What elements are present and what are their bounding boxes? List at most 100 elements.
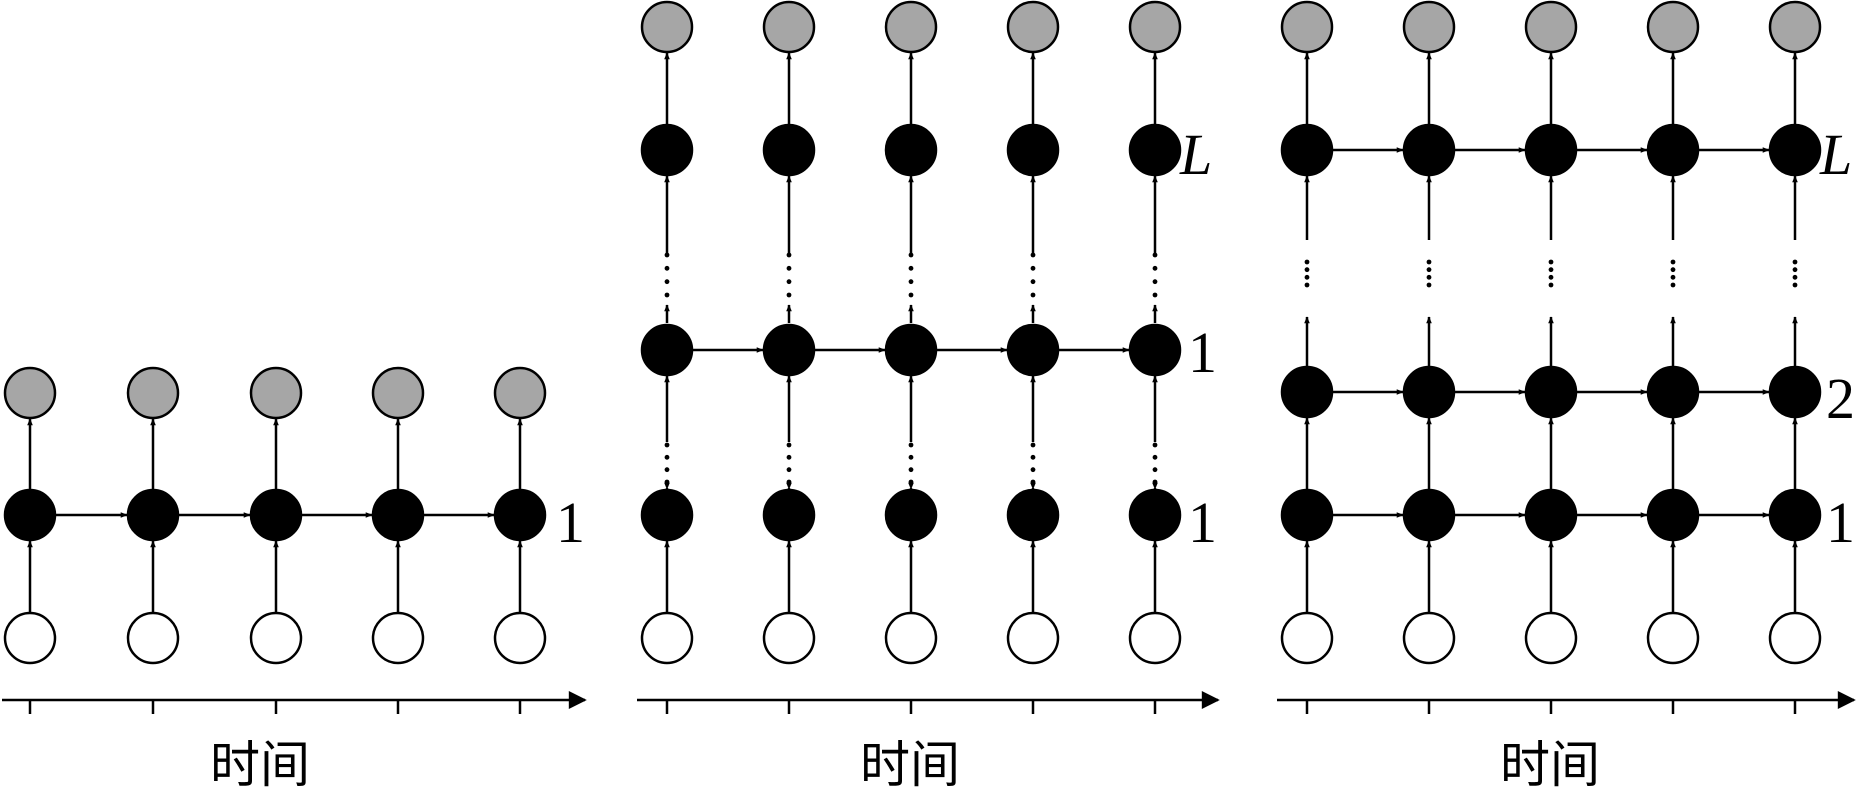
ellipsis-dot xyxy=(664,252,670,258)
hidden-node-bottom xyxy=(640,488,694,542)
output-node xyxy=(1768,0,1822,54)
output-node xyxy=(249,366,303,420)
output-node xyxy=(126,366,180,420)
hidden-node xyxy=(3,488,57,542)
ellipsis-dot xyxy=(664,265,670,271)
ellipsis-vertical xyxy=(1030,442,1036,485)
hidden-node-top xyxy=(1280,123,1334,177)
output-node xyxy=(1646,0,1700,54)
hidden-node-layer-1 xyxy=(1646,488,1700,542)
hidden-node-top xyxy=(1524,123,1578,177)
ellipsis-dot xyxy=(908,252,914,258)
ellipsis-dot xyxy=(786,454,792,460)
ellipsis-dot xyxy=(664,279,670,285)
panel-single-layer xyxy=(2,366,587,714)
hidden-node-top xyxy=(640,123,694,177)
hidden-node-top xyxy=(1006,123,1060,177)
ellipsis-dot xyxy=(1030,454,1036,460)
hidden-node-top xyxy=(884,123,938,177)
ellipsis-vertical xyxy=(908,252,914,298)
ellipsis-dot xyxy=(1030,467,1036,473)
hidden-node-recurrent xyxy=(884,323,938,377)
output-node xyxy=(1006,0,1060,54)
ellipsis-dot xyxy=(1304,267,1310,273)
input-node xyxy=(1524,611,1578,665)
ellipsis-dot xyxy=(908,442,914,448)
hidden-node-layer-2 xyxy=(1402,365,1456,419)
ellipsis-dot xyxy=(1792,274,1798,280)
ellipsis-vertical xyxy=(1304,259,1310,288)
output-node xyxy=(1280,0,1334,54)
ellipsis-dot xyxy=(1152,279,1158,285)
ellipsis-dot xyxy=(1030,292,1036,298)
ellipsis-dot xyxy=(908,292,914,298)
hidden-node-recurrent xyxy=(762,323,816,377)
ellipsis-dot xyxy=(1426,267,1432,273)
hidden-node-bottom xyxy=(884,488,938,542)
ellipsis-vertical xyxy=(664,442,670,485)
ellipsis-dot xyxy=(1152,292,1158,298)
hidden-node-top xyxy=(762,123,816,177)
panel-3-layer-label-2: 2 xyxy=(1826,366,1855,431)
ellipsis-dot xyxy=(1426,282,1432,288)
ellipsis-dot xyxy=(908,279,914,285)
ellipsis-dot xyxy=(908,479,914,485)
ellipsis-dot xyxy=(1152,442,1158,448)
input-node xyxy=(371,611,425,665)
panel-3-layer-label-top: L xyxy=(1819,122,1852,187)
hidden-node-layer-2 xyxy=(1280,365,1334,419)
input-node xyxy=(1646,611,1700,665)
hidden-node-recurrent xyxy=(640,323,694,377)
ellipsis-vertical xyxy=(908,442,914,485)
input-node xyxy=(249,611,303,665)
output-node xyxy=(640,0,694,54)
ellipsis-dot xyxy=(908,265,914,271)
hidden-node-top xyxy=(1646,123,1700,177)
hidden-node-layer-1 xyxy=(1402,488,1456,542)
output-node xyxy=(371,366,425,420)
hidden-node-layer-1 xyxy=(1524,488,1578,542)
ellipsis-dot xyxy=(1304,259,1310,265)
ellipsis-vertical xyxy=(1548,259,1554,288)
panel-2-layer-label-top: L xyxy=(1179,122,1212,187)
ellipsis-vertical xyxy=(1670,259,1676,288)
hidden-node-bottom xyxy=(762,488,816,542)
hidden-node xyxy=(493,488,547,542)
ellipsis-vertical xyxy=(786,442,792,485)
ellipsis-dot xyxy=(664,467,670,473)
panel-2-layer-label-bottom: 1 xyxy=(1188,490,1217,555)
output-node xyxy=(493,366,547,420)
ellipsis-dot xyxy=(1670,267,1676,273)
hidden-node-layer-1 xyxy=(1768,488,1822,542)
ellipsis-dot xyxy=(1304,282,1310,288)
ellipsis-vertical xyxy=(1152,442,1158,485)
hidden-node-bottom xyxy=(1128,488,1182,542)
ellipsis-vertical xyxy=(1030,252,1036,298)
ellipsis-dot xyxy=(664,454,670,460)
ellipsis-dot xyxy=(908,467,914,473)
panel-1-time-axis xyxy=(2,691,587,714)
ellipsis-vertical xyxy=(1152,252,1158,298)
input-node xyxy=(493,611,547,665)
hidden-node-layer-2 xyxy=(1524,365,1578,419)
panel-recurrent-layer-in-stack xyxy=(637,0,1220,714)
ellipsis-dot xyxy=(786,265,792,271)
ellipsis-vertical xyxy=(1792,259,1798,288)
hidden-node xyxy=(371,488,425,542)
ellipsis-dot xyxy=(1152,479,1158,485)
ellipsis-dot xyxy=(1426,259,1432,265)
ellipsis-dot xyxy=(1548,274,1554,280)
ellipsis-dot xyxy=(1152,252,1158,258)
hidden-node xyxy=(126,488,180,542)
ellipsis-dot xyxy=(664,292,670,298)
ellipsis-dot xyxy=(786,252,792,258)
ellipsis-dot xyxy=(664,442,670,448)
ellipsis-dot xyxy=(1030,265,1036,271)
ellipsis-dot xyxy=(786,442,792,448)
ellipsis-dot xyxy=(1304,274,1310,280)
ellipsis-dot xyxy=(1548,282,1554,288)
ellipsis-vertical xyxy=(786,252,792,298)
hidden-node-top xyxy=(1768,123,1822,177)
